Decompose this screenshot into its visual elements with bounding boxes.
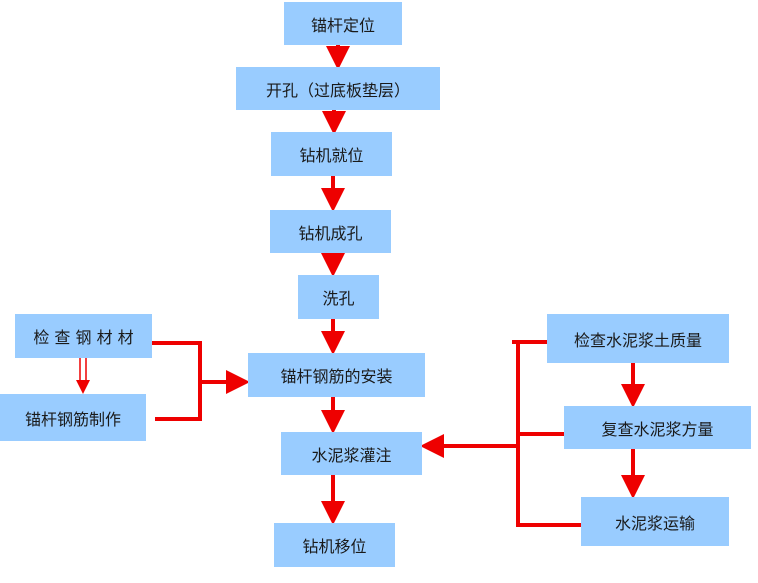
arrow-check-to-fabrication — [76, 358, 90, 394]
step-drill-move: 钻机移位 — [274, 523, 395, 567]
step-rebar-fabrication: 锚杆钢筋制作 — [0, 394, 146, 441]
step-rebar-install: 锚杆钢筋的安装 — [248, 353, 425, 397]
step-drill-in-place: 钻机就位 — [271, 132, 392, 176]
step-check-grout-quality: 检查水泥浆土质量 — [547, 314, 729, 363]
step-recheck-grout-volume: 复查水泥浆方量 — [564, 406, 751, 449]
step-wash-hole: 洗孔 — [298, 275, 379, 319]
left-bracket — [152, 341, 202, 421]
step-check-steel: 检 查 钢 材 材 — [15, 314, 152, 358]
step-drill-hole: 钻机成孔 — [270, 210, 391, 253]
step-grout-transport: 水泥浆运输 — [581, 497, 729, 546]
step-anchor-positioning: 锚杆定位 — [284, 2, 402, 45]
step-grout-pouring: 水泥浆灌注 — [281, 432, 422, 475]
step-drill-opening: 开孔（过底板垫层） — [236, 67, 440, 110]
